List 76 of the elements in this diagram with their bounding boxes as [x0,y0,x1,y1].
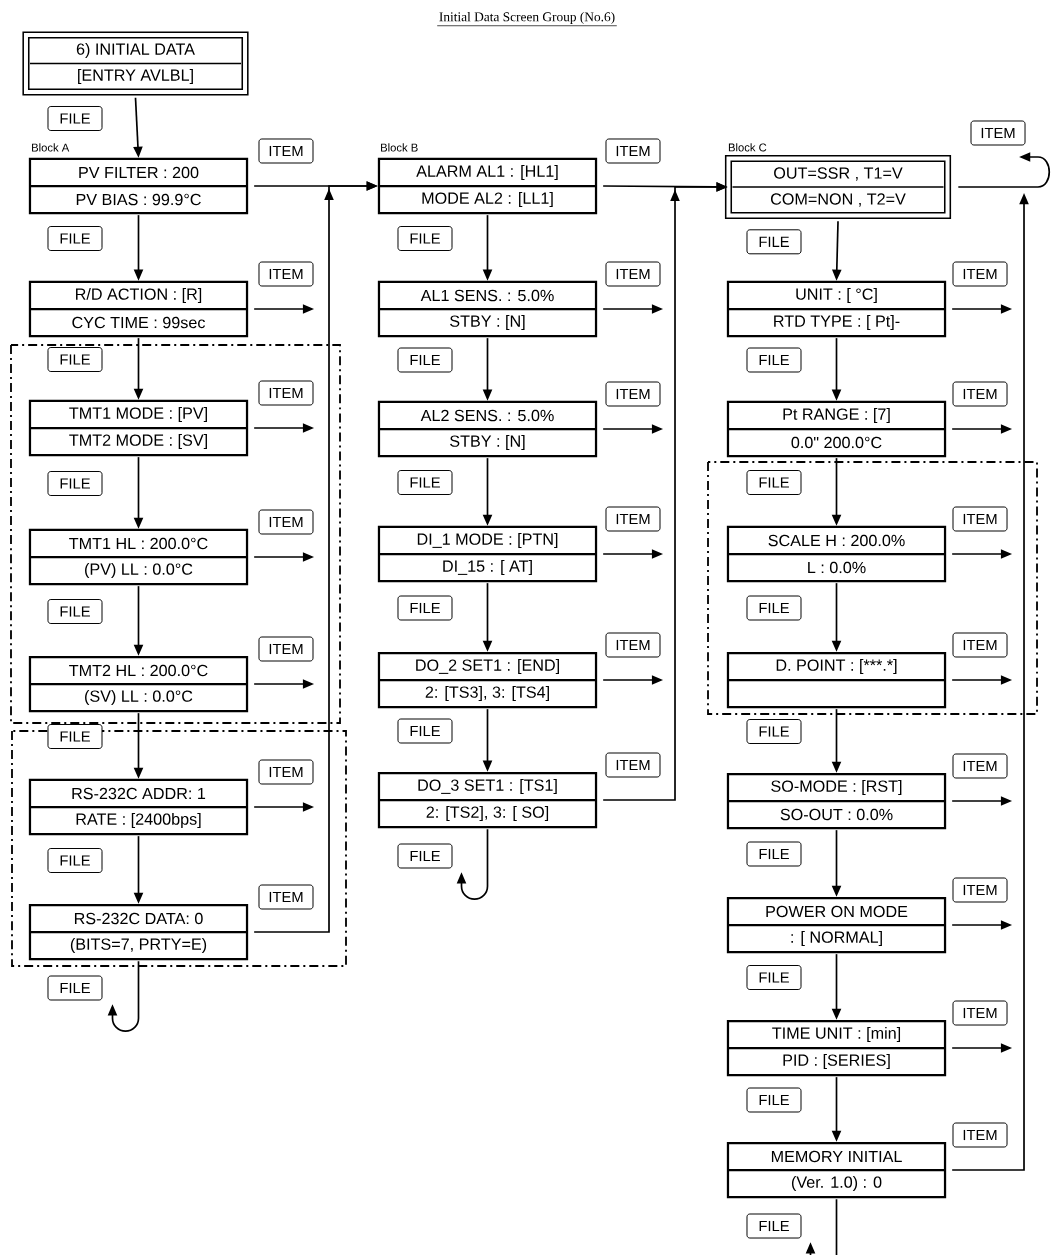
screen-box: SCALE H : 200.0% L : 0.0% [726,525,947,583]
block-label: Block C [728,143,767,152]
key-label: FILE [47,975,103,1001]
key-label: FILE [397,595,453,621]
screen-box: R/D ACTION : [R] CYC TIME : 99sec [28,280,249,338]
key-label: FILE [47,226,103,251]
key-label: FILE [47,848,103,873]
key-label: FILE [746,470,802,495]
screen-box: ALARM AL1 : [HL1] MODE AL2 : [LL1] [377,157,598,215]
key-label: FILE [47,106,103,131]
key-label: FILE [746,1087,802,1113]
screen-box: TMT1 HL : 200.0°C (PV) LL : 0.0°C [28,528,249,586]
key-label: ITEM [952,506,1008,532]
key-label: FILE [397,470,453,495]
arrow [456,828,489,900]
screen-box: TMT2 HL : 200.0°C (SV) LL : 0.0°C [28,655,249,713]
screen-box: RS-232C DATA: 0 (BITS=7, PRTY=E) [28,903,249,961]
screen-box: 6) INITIAL DATA [ENTRY AVLBL] [22,31,249,96]
screen-box: D. POINT : [***.*] [726,651,947,709]
title: Initial Data Screen Group (No.6) [436,11,618,27]
key-label: ITEM [258,636,314,662]
key-label: FILE [47,724,103,749]
key-label: ITEM [258,759,314,785]
key-label: FILE [746,719,802,744]
screen-box: MEMORY INITIAL (Ver. 1.0) : 0 [726,1141,947,1199]
key-label: FILE [397,843,453,869]
screen-box: SO-MODE : [RST] SO-OUT : 0.0% [726,772,947,830]
key-label: FILE [397,347,453,373]
key-label: ITEM [970,120,1026,146]
arrow [107,960,140,1032]
screen-box: UNIT : [ °C] RTD TYPE : [ Pt]- [726,280,947,338]
key-label: FILE [746,1213,802,1239]
screen-box: RS-232C ADDR: 1 RATE : [2400bps] [28,778,249,836]
key-label: ITEM [605,381,661,407]
block-label: Block A [32,143,70,152]
screen-box: DO_2 SET1 : [END] 2: [TS3], 3: [TS4] [377,651,598,709]
block-label: Block B [381,143,418,152]
screen-box: TMT1 MODE : [PV] TMT2 MODE : [SV] [28,399,249,457]
screen-box: AL2 SENS. : 5.0% STBY : [N] [377,400,598,458]
screen-box: OUT=SSR , T1=V COM=NON , T2=V [724,154,952,220]
key-label: ITEM [952,261,1008,287]
key-label: ITEM [952,877,1008,903]
key-label: FILE [746,595,802,621]
key-label: FILE [47,599,103,624]
key-label: ITEM [952,632,1008,658]
key-label: ITEM [952,753,1008,779]
key-label: ITEM [605,261,661,287]
screen-box: Pt RANGE : [7] 0.0" 200.0°C [726,400,947,458]
key-label: FILE [397,718,453,744]
key-label: ITEM [258,261,314,287]
arrow [957,152,1051,188]
screen-box: POWER ON MODE : [ NORMAL] [726,896,947,954]
key-label: ITEM [952,381,1008,407]
key-label: ITEM [605,632,661,658]
key-label: ITEM [258,884,314,910]
key-label: ITEM [605,138,661,164]
key-label: FILE [47,471,103,496]
key-label: ITEM [952,1122,1008,1148]
screen-box: PV FILTER : 200 PV BIAS : 99.9°C [28,157,249,215]
screen-box: TIME UNIT : [min] PID : [SERIES] [726,1019,947,1077]
key-label: FILE [746,229,802,255]
screen-box: DI_1 MODE : [PTN] DI_15 : [ AT] [377,525,598,583]
key-label: ITEM [258,138,314,164]
key-label: FILE [47,347,103,372]
key-label: ITEM [258,509,314,535]
key-label: FILE [746,965,802,990]
key-label: FILE [746,841,802,867]
screen-box: AL1 SENS. : 5.0% STBY : [N] [377,280,598,338]
key-label: ITEM [605,506,661,532]
key-label: ITEM [258,380,314,406]
arrow [805,1198,838,1255]
key-label: ITEM [952,1000,1008,1026]
screen-box: DO_3 SET1 : [TS1] 2: [TS2], 3: [ SO] [377,771,598,829]
key-label: FILE [746,347,802,373]
key-label: FILE [397,226,453,251]
key-label: ITEM [605,752,661,778]
